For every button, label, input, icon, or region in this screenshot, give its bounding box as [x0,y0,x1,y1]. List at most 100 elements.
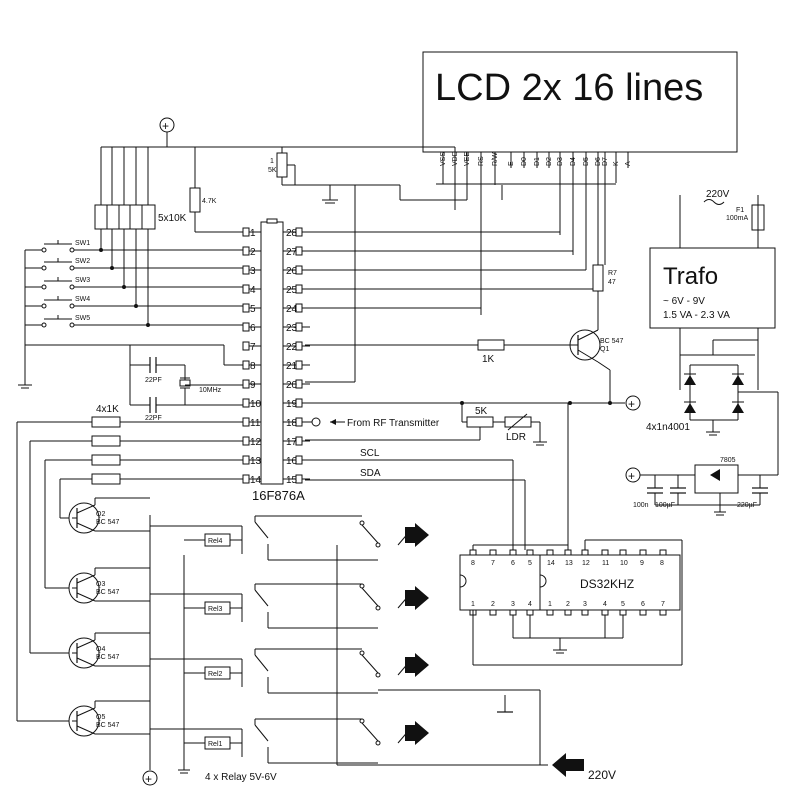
pot5k-ldr-label: 5K [475,406,488,417]
rtc-pin-number: 3 [583,601,587,608]
rtc-body [459,554,681,611]
mcu-16f876a: 1234567891011121314282726252423222120191… [242,218,598,503]
mcu-left-pin-number: 5 [250,304,256,315]
rtc-pin-number: 11 [602,560,609,567]
rtc-pin-number: 2 [566,601,570,608]
mains-input-label: 220V [588,768,616,782]
switch-label: SW4 [75,296,90,303]
mcu-left-pin-number: 8 [250,361,256,372]
mcu-left-pin-number: 4 [250,285,256,296]
relay-output-arrow [359,520,429,548]
rtc-pin-number: 10 [620,560,628,567]
switch-label: SW2 [75,258,90,265]
rtc-pin-number: 3 [511,601,515,608]
rtc-pin-number: 7 [661,601,665,608]
mcu-right-pin-number: 20 [286,380,298,391]
r7-label: R7 [608,270,617,277]
switch-label: SW5 [75,315,90,322]
pushbutton-switch: SW4 [25,296,243,309]
relay-label: Rel3 [208,606,223,613]
rtc-pin-number: 2 [491,601,495,608]
lcd-leads [399,168,617,315]
rtc-pin-number: 14 [547,560,555,567]
i2c-bus: SCL SDA [305,448,526,550]
mcu-right-pin-number: 17 [286,437,298,448]
rtc-pin-number: 6 [511,560,515,567]
pushbutton-switch: SW5 [25,315,243,328]
resistor-4k7: 4.7K [189,147,243,233]
lcd-body [422,51,738,153]
mcu-left-pin-number: 2 [250,247,256,258]
mcu-right-pin-number: 16 [286,456,298,467]
relay-label: Rel2 [208,671,223,678]
rtc-pin-number: 8 [471,560,475,567]
relay: Rel4 [150,515,378,561]
rtc-pin-number: 4 [528,601,532,608]
pushbutton-switch: SW1 [25,240,243,253]
fuse-label: F1 [736,207,744,214]
plus-sign-right: + [628,397,635,411]
mcu-left-pin-number: 9 [250,380,256,391]
rtc-pin-number: 9 [640,560,644,567]
cap22-2: 22PF [145,415,162,422]
mcu-right-pin-number: 21 [286,361,298,372]
transistor-name: Q2 [96,511,105,518]
relay: Rel2 [150,648,378,694]
mcu-left-pin-number: 10 [250,399,262,410]
rtc-pin-number: 8 [660,560,664,567]
mcu-right-pin-number: 19 [286,399,298,410]
r47k-label: 4.7K [202,198,217,205]
xtal-label: 10MHz [199,387,222,394]
resnet-label: 5x10K [158,213,187,224]
mains-input-arrow [552,753,584,777]
trafo-power: 1.5 VA - 2.3 VA [663,310,730,321]
trafo-voltage: ~ 6V - 9V [663,296,705,307]
mcu-right-pin-number: 22 [286,342,298,353]
pot1k-label: 1 [270,158,274,165]
relay-bank-label: 4 x Relay 5V-6V [205,772,277,783]
r1k-label: 1K [482,354,495,365]
lcd-title: LCD 2x 16 lines [435,67,703,109]
vcc-rail-right: + [305,395,641,411]
reg-label: 7805 [720,457,736,464]
npn-transistor: Q5 BC 547 [16,422,150,737]
transistor-name: Q5 [96,714,105,721]
power-supply: 220V F1 100mA Trafo ~ 6V - 9V 1.5 VA - 2… [625,189,779,516]
mcu-right-pin-number: 26 [286,266,298,277]
sda-label: SDA [360,468,381,479]
mcu-left-pin-number: 11 [250,418,261,429]
mcu-right-pin-number: 15 [286,475,298,486]
regulator-body [694,464,739,494]
switch-label: SW1 [75,240,90,247]
mcu-left-pin-number: 3 [250,266,256,277]
backlight-driver: 1K BC 547 Q1 R7 47 [305,255,623,403]
transistor-name: Q4 [96,646,105,653]
trafo-label: Trafo [663,263,718,290]
mcu-right-pin-number: 23 [286,323,298,334]
rf-input: From RF Transmitter [305,417,440,429]
fuse-val: 100mA [726,215,749,222]
mcu-left-pin-number: 13 [250,456,262,467]
relay-label: Rel4 [208,538,223,545]
plus-sign-top: + [162,119,169,133]
rtc-pin-number: 4 [603,601,607,608]
transistor-type: BC 547 [96,654,119,661]
rtc-pin-number: 7 [491,560,495,567]
rtc-pin-number: 13 [565,560,573,567]
mcu-right-pin-number: 18 [286,418,298,429]
transistor-type: BC 547 [96,589,119,596]
rtc-pin-number: 12 [582,560,590,567]
mcu-left-pin-number: 12 [250,437,262,448]
pushbutton-switch: SW3 [25,277,243,290]
ldr-divider: 5K LDR [305,403,547,446]
